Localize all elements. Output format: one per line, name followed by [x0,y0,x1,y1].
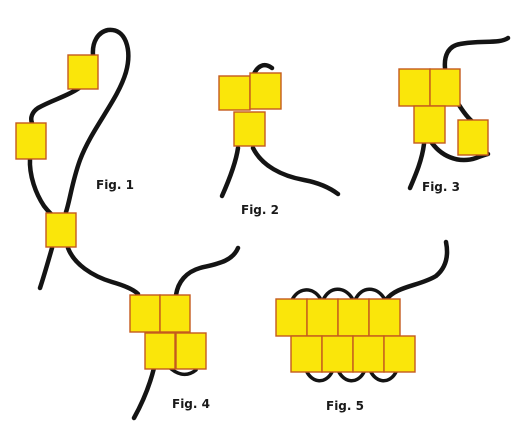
fig5-thread [321,287,354,302]
bead [290,335,323,373]
bead [398,68,431,107]
fig4-thread [173,245,241,298]
figure-5: Fig. 5 [275,239,450,413]
fig5-thread [383,239,450,303]
bead [429,68,461,107]
fig5-thread [304,368,334,383]
figure-1: Fig. 1 [15,27,141,297]
bead [275,298,308,337]
fig5-label: Fig. 5 [326,399,364,413]
bead [383,335,416,373]
figure-4: Fig. 4 [129,245,241,421]
fig5-thread [336,368,366,383]
bead [159,294,191,333]
bead [129,294,161,333]
bead [144,332,176,370]
fig4-label: Fig. 4 [172,397,210,411]
bead [321,335,354,373]
bead [249,72,282,110]
fig2-thread [219,145,241,199]
fig1-label: Fig. 1 [96,178,134,192]
fig4-thread [131,365,157,421]
fig5-thread [290,288,322,302]
bead [45,212,77,248]
fig2-thread [250,145,341,197]
fig1-thread [65,245,141,297]
fig3-thread [442,35,511,71]
fig5-thread [353,287,386,302]
fig1-thread [27,155,54,217]
bead [218,75,251,111]
fig3-label: Fig. 3 [422,180,460,194]
bead [306,298,339,337]
bead [368,298,401,337]
bead [175,332,207,370]
bead [457,119,489,156]
bead [337,298,370,337]
fig3-thread [407,141,427,191]
fig2-label: Fig. 2 [241,203,279,217]
fig5-thread [368,368,398,383]
bead [413,105,446,144]
bead [67,54,99,90]
fig1-thread [63,27,131,215]
figure-3: Fig. 3 [398,35,511,194]
bead [15,122,47,160]
figure-2: Fig. 2 [218,63,341,217]
bead [352,335,385,373]
bead [233,111,266,147]
fig1-thread [37,245,55,291]
fig1-thread [29,85,82,126]
